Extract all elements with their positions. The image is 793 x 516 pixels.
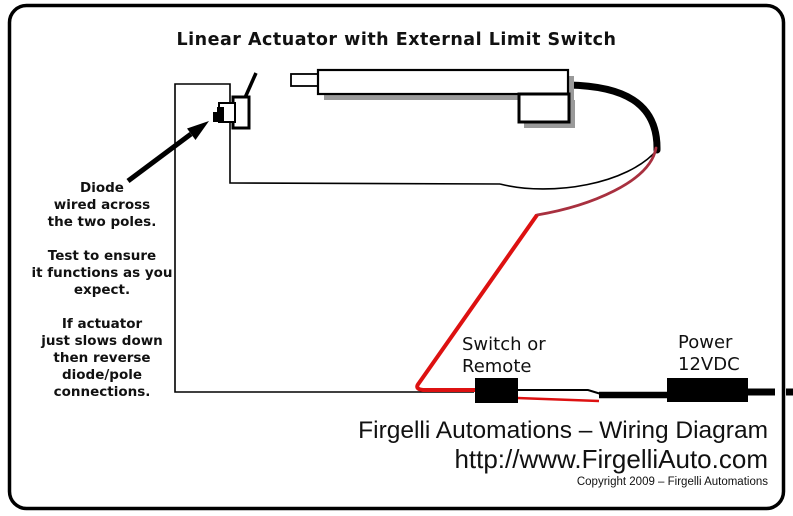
red-wire-upper [535,146,658,217]
frame-border [7,3,786,511]
black-wire-curve [499,149,658,190]
actuator-rod [290,73,319,87]
black-wire-loop [174,83,501,393]
power-12vdc-label: Power 12VDC [678,332,740,375]
copyright-text: Copyright 2009 – Firgelli Automations [576,476,768,488]
diagram-title: Linear Actuator with External Limit Swit… [176,30,617,50]
limit-switch [213,72,258,130]
black-wire-stub [517,389,602,395]
diode-block-notch [213,107,217,112]
footer-block: Firgelli Automations – Wiring Diagram ht… [358,417,768,489]
red-wire-stub [516,396,600,403]
switch-or-remote-label: Switch or Remote [462,334,546,377]
diode-block [213,107,224,122]
diode-note-text: Diode wired across the two poles. Test t… [31,180,173,400]
pointer-arrow-shaft [126,131,193,184]
pointer-arrowhead [187,121,209,140]
company-wiring-diagram-text: Firgelli Automations – Wiring Diagram [358,417,768,444]
red-wire [415,213,539,392]
website-url-text: http://www.FirgelliAuto.com [454,444,768,474]
actuator-cable [564,81,661,154]
pointer-arrow [126,121,209,184]
actuator-motor-housing [517,92,571,124]
switch-connector-block [475,378,518,403]
power-connector-block [667,378,748,402]
actuator-body [316,68,570,96]
